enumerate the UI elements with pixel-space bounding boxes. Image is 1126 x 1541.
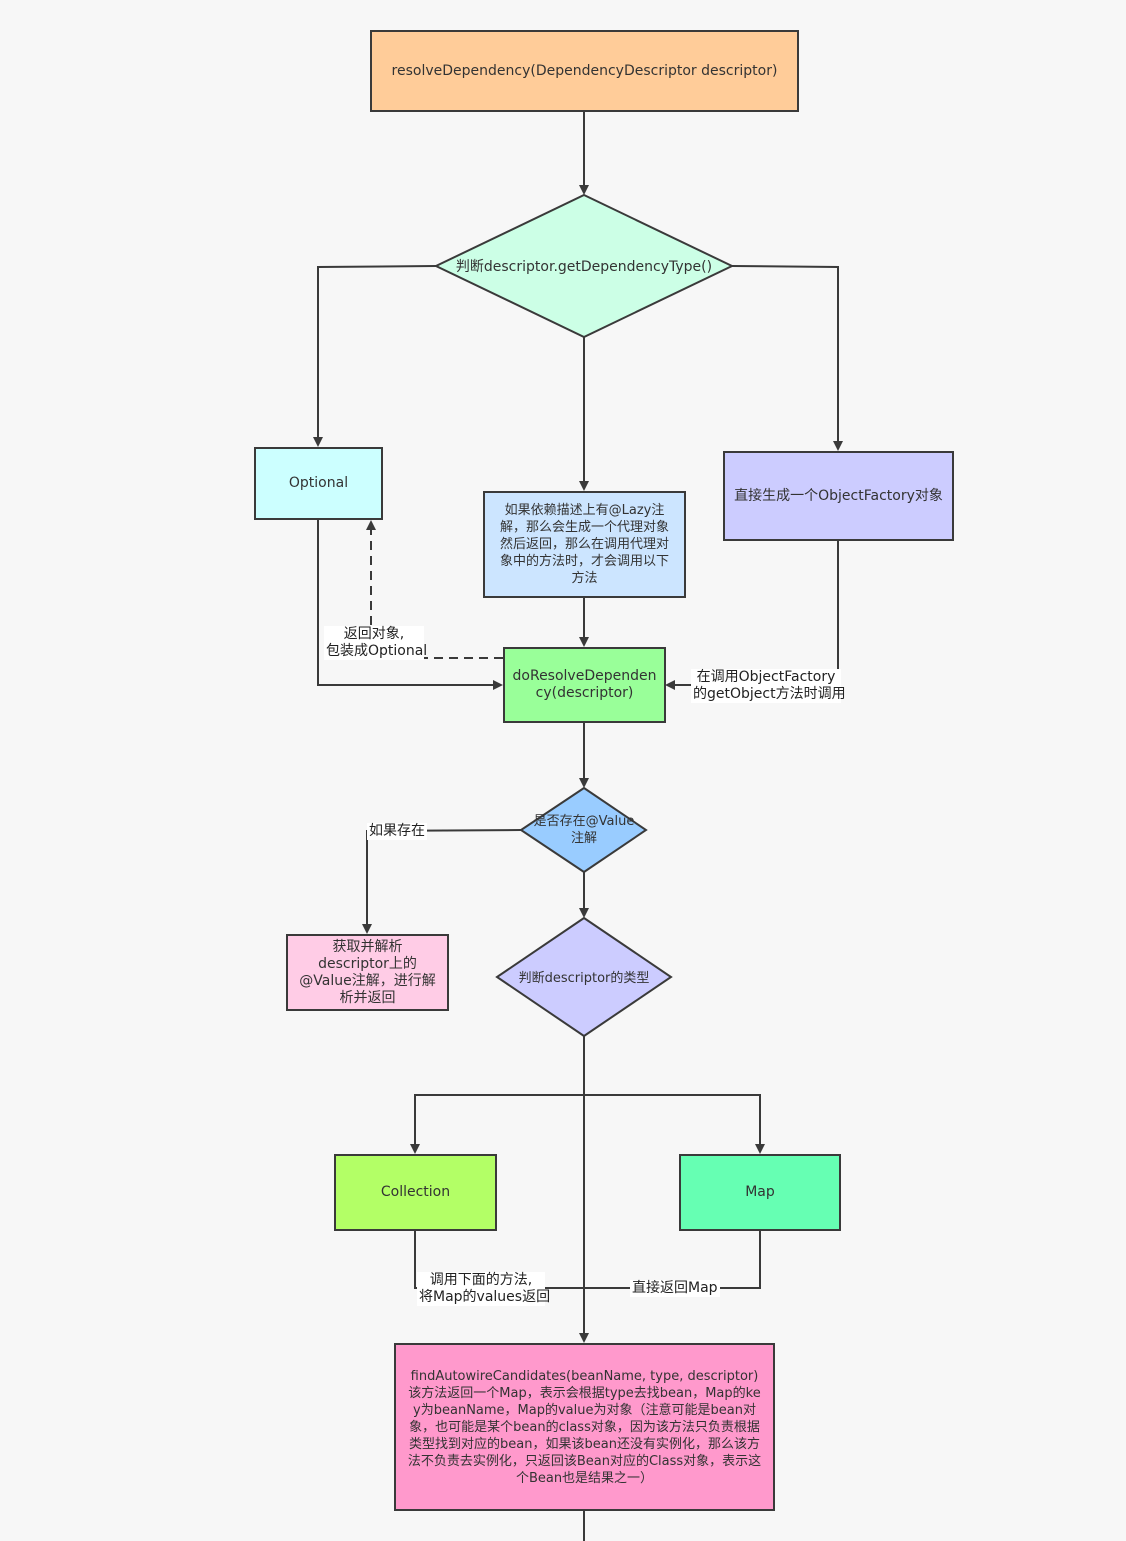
edge-label-collection-call-line2: 将Map的values返回 xyxy=(419,1289,551,1305)
edge-label-objectfactory-call-line1: 在调用ObjectFactory xyxy=(696,669,836,685)
find-autowire-candidates-node: findAutowireCandidates(beanName, type, d… xyxy=(394,1343,775,1511)
do-resolve-dependency-node: doResolveDependency(descriptor) xyxy=(503,647,666,723)
edge-label-return-optional: 返回对象, 包装成Optional xyxy=(324,626,428,660)
judge-type-label: 判断descriptor.getDependencyType() xyxy=(455,258,713,275)
map-node: Map xyxy=(679,1154,841,1231)
edge-label-return-optional-line2: 包装成Optional xyxy=(326,643,428,659)
edge-judgetype-to-collection xyxy=(410,1094,584,1154)
value-parse-node: 获取并解析descriptor上的@Value注解，进行解析并返回 xyxy=(286,934,449,1011)
edge-judgetype-to-map xyxy=(584,1094,765,1154)
edge-label-collection-call-line1: 调用下面的方法, xyxy=(429,1272,533,1288)
edge-label-return-optional-line1: 返回对象, xyxy=(343,626,405,642)
edge-label-map-return: 直接返回Map xyxy=(630,1280,720,1297)
lazy-proxy-node: 如果依赖描述上有@Lazy注解，那么会生成一个代理对象然后返回，那么在调用代理对… xyxy=(483,491,686,598)
edge-value-to-parse xyxy=(362,829,522,934)
edge-objectfactory-to-doresolve xyxy=(665,541,839,690)
edge-optional-to-doresolve xyxy=(317,520,503,690)
judge-descriptor-type-label: 判断descriptor的类型 xyxy=(518,970,650,986)
collection-node: Collection xyxy=(334,1154,497,1231)
value-exists-label: 是否存在@Value注解 xyxy=(533,814,635,846)
edge-label-objectfactory-call-line2: 的getObject方法时调用 xyxy=(693,686,846,702)
edge-judge-to-objectfactory xyxy=(731,265,843,451)
object-factory-node: 直接生成一个ObjectFactory对象 xyxy=(723,451,954,541)
optional-node: Optional xyxy=(254,447,383,520)
edge-label-collection-call: 调用下面的方法, 将Map的values返回 xyxy=(417,1272,551,1306)
resolve-dependency-node: resolveDependency(DependencyDescriptor d… xyxy=(370,30,799,112)
edge-judge-to-optional xyxy=(313,265,437,447)
edge-label-objectfactory-call: 在调用ObjectFactory 的getObject方法时调用 xyxy=(691,669,846,703)
edge-label-if-exists: 如果存在 xyxy=(367,823,427,840)
